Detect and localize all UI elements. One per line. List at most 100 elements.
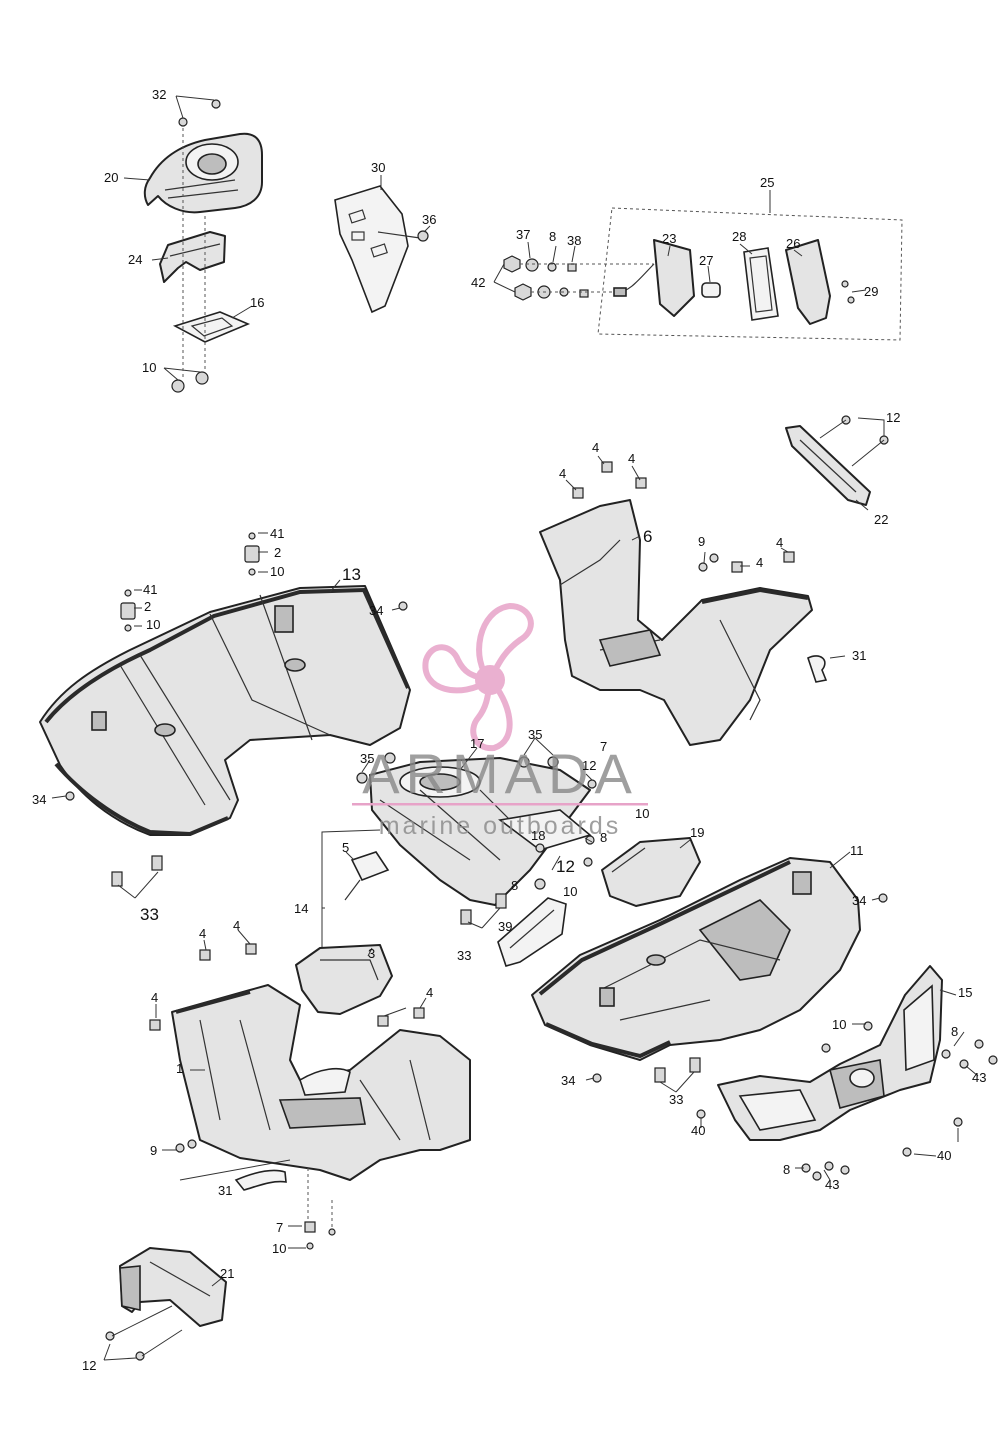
callout-35-b: 35	[360, 751, 374, 766]
callout-38: 38	[567, 233, 581, 248]
callout-10-b: 10	[146, 617, 160, 632]
bracket-part-39	[460, 893, 567, 967]
callout-25: 25	[760, 175, 774, 190]
callout-13: 13	[342, 565, 361, 584]
front-rack-cover-part-11	[531, 857, 861, 1061]
callout-2-b: 2	[144, 599, 151, 614]
callout-7-rear: 7	[600, 739, 607, 754]
callout-40-b: 40	[937, 1148, 951, 1163]
front-fender-part-1	[149, 929, 471, 1250]
callout-8-bumper-a: 8	[951, 1024, 958, 1039]
callout-4-b: 4	[559, 466, 566, 481]
callout-21: 21	[220, 1266, 234, 1281]
callout-30: 30	[371, 160, 385, 175]
callout-33-c: 33	[669, 1092, 683, 1107]
callout-4-f: 4	[199, 926, 206, 941]
handlebar-leader-lines	[123, 95, 253, 381]
callout-34-b: 34	[32, 792, 46, 807]
callout-8-bumper-b: 8	[783, 1162, 790, 1177]
callout-2-a: 2	[274, 545, 281, 560]
watermark-underline	[352, 803, 648, 806]
plate-part-16	[172, 311, 251, 343]
callout-43-b: 43	[825, 1177, 839, 1192]
front-cover-hardware	[585, 839, 888, 1093]
callout-35-a: 35	[528, 727, 542, 742]
callout-27: 27	[699, 253, 713, 268]
callout-19: 19	[690, 825, 704, 840]
callout-22: 22	[874, 512, 888, 527]
callout-32: 32	[152, 87, 166, 102]
callout-10-center: 10	[635, 806, 649, 821]
callout-40-a: 40	[691, 1123, 705, 1138]
callout-3: 3	[368, 946, 375, 961]
callout-29: 29	[864, 284, 878, 299]
visor-part-19	[601, 837, 701, 907]
callout-15: 15	[958, 985, 972, 1000]
callout-14: 14	[294, 901, 308, 916]
callout-7-front: 7	[276, 1220, 283, 1235]
callout-1: 1	[176, 1061, 183, 1076]
callout-12-top-right: 12	[886, 410, 900, 425]
callout-10-front: 10	[272, 1241, 286, 1256]
callout-26: 26	[786, 236, 800, 251]
callout-11: 11	[850, 843, 864, 858]
callout-37: 37	[516, 227, 530, 242]
callout-6: 6	[643, 527, 652, 546]
callout-28: 28	[732, 229, 746, 244]
callout-8: 8	[549, 229, 556, 244]
callout-39: 39	[498, 919, 512, 934]
taillight-assembly-part-25	[493, 190, 903, 341]
callout-41-b: 41	[143, 582, 157, 597]
hose-part-31-front	[234, 1169, 287, 1191]
front-bumper-part-15	[696, 965, 998, 1181]
callout-8-center-a: 8	[600, 830, 607, 845]
callout-12-bottom: 12	[82, 1358, 96, 1373]
callout-10: 10	[142, 360, 156, 375]
callout-9-front: 9	[150, 1143, 157, 1158]
callout-33-b: 33	[457, 948, 471, 963]
callout-43-a: 43	[972, 1070, 986, 1085]
callout-18: 18	[531, 828, 545, 843]
callout-31-rear: 31	[852, 648, 866, 663]
callout-42: 42	[471, 275, 485, 290]
callout-10-a: 10	[270, 564, 284, 579]
callout-34-a: 34	[369, 603, 383, 618]
fender-13-hardware	[51, 532, 408, 899]
callout-41-a: 41	[270, 526, 284, 541]
watermark-tagline: marine outboards	[379, 812, 622, 840]
fender-panel-part-6	[539, 455, 846, 746]
callout-36: 36	[422, 212, 436, 227]
bracket-part-24	[159, 231, 226, 283]
rear-fender-part-13	[39, 579, 411, 837]
splash-guard-part-21	[103, 1247, 227, 1361]
callout-5: 5	[342, 840, 349, 855]
handlebar-cover-part-20	[143, 132, 263, 214]
callout-12-center: 12	[582, 758, 596, 773]
hardware-32-10	[171, 99, 221, 393]
callout-4-d: 4	[756, 555, 763, 570]
callout-8-center-b: 8	[511, 878, 518, 893]
center-cover-part-17	[356, 737, 597, 906]
callout-23: 23	[662, 231, 676, 246]
callout-34-d: 34	[561, 1073, 575, 1088]
callout-20: 20	[104, 170, 118, 185]
callout-4-i: 4	[426, 985, 433, 1000]
callout-34-c: 34	[852, 893, 866, 908]
callout-12-center-b: 12	[556, 857, 575, 876]
callout-4-c: 4	[628, 451, 635, 466]
callout-24: 24	[128, 252, 142, 267]
callout-labels: 32 20 24 16 10 30 36 25 37 8 38 23 28 26…	[32, 87, 986, 1373]
rear-bracket-part-22	[785, 415, 889, 511]
hose-part-31-rear	[807, 655, 828, 683]
callout-10-center-b: 10	[563, 884, 577, 899]
callout-31-front: 31	[218, 1183, 232, 1198]
callout-4-g: 4	[233, 918, 240, 933]
callout-10-bumper: 10	[832, 1017, 846, 1032]
callout-9-rear: 9	[698, 534, 705, 549]
watermark-logo	[422, 602, 534, 752]
callout-4-h: 4	[151, 990, 158, 1005]
watermark-brand: ARMADA	[362, 742, 638, 805]
callout-16: 16	[250, 295, 264, 310]
callout-33-a: 33	[140, 905, 159, 924]
